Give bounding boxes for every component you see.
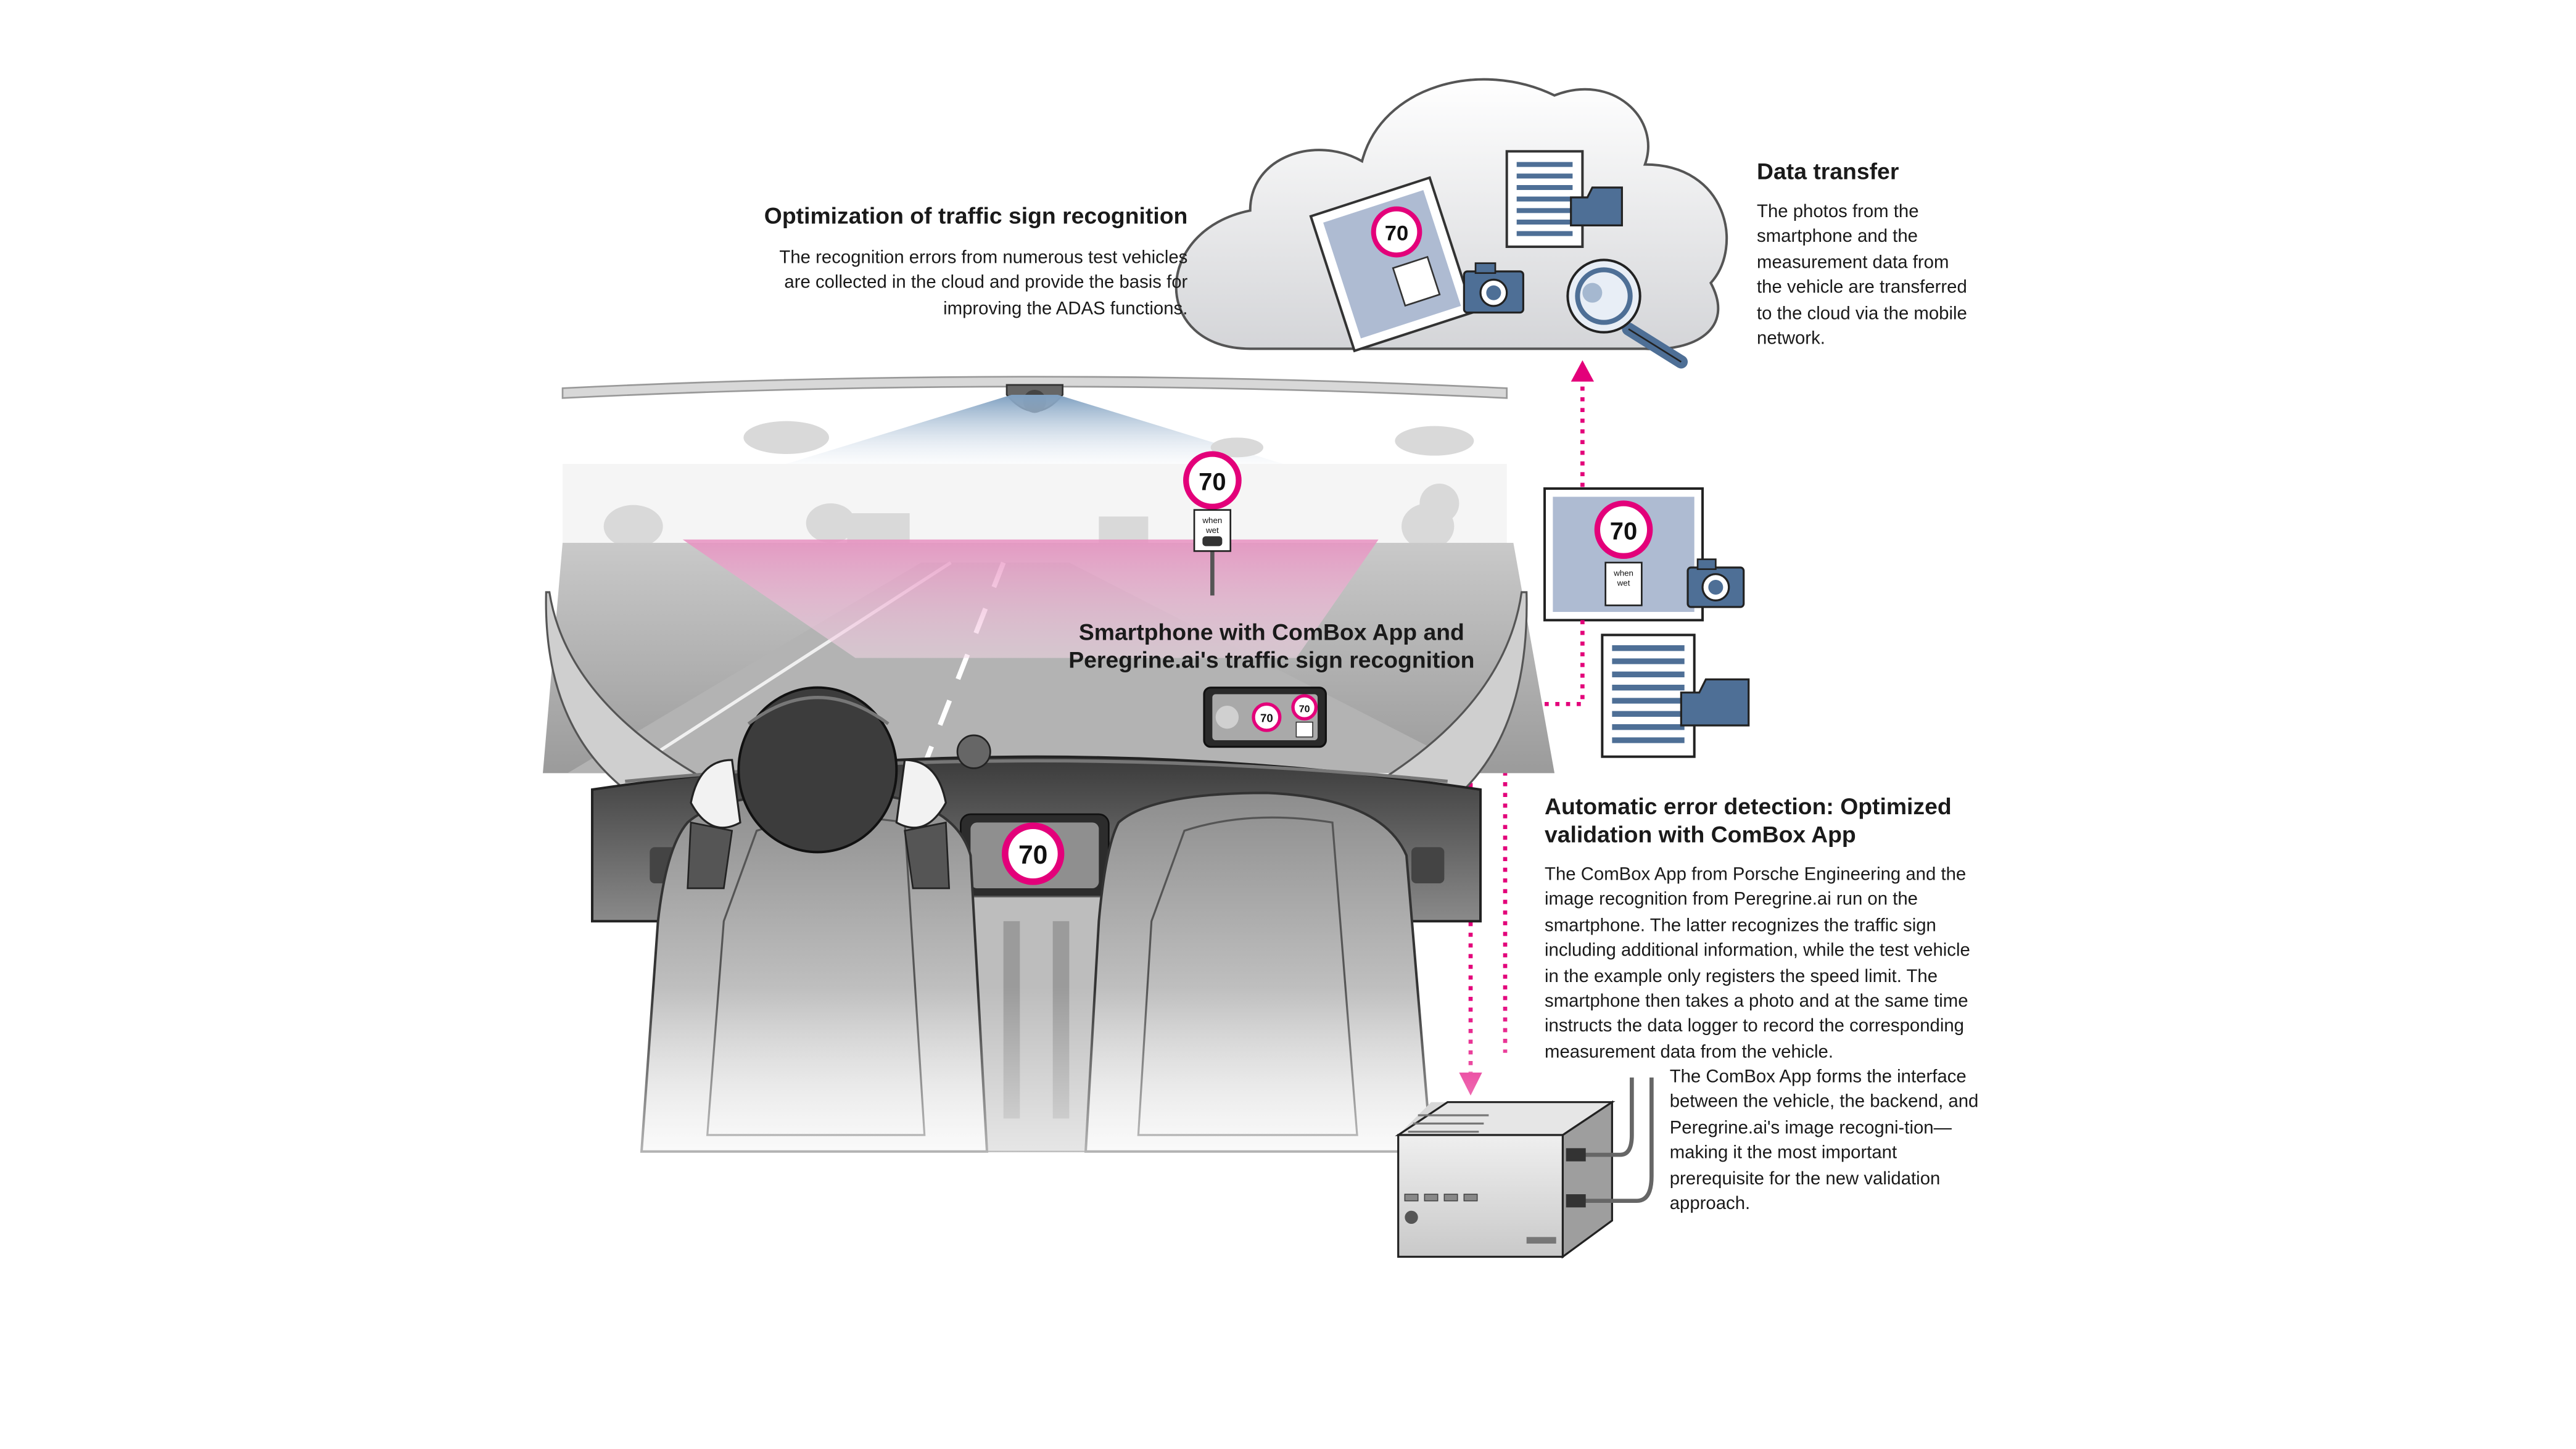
dashboard-sign-icon: 70 [1002,822,1065,885]
sign-sub2: wet [1617,578,1630,587]
sign-value: 70 [1385,221,1409,245]
photo-sign-icon: 70 [1371,206,1441,307]
folder-icon [1680,678,1750,727]
sign-sub1: when [1613,568,1633,577]
document-icon [1505,150,1584,249]
optimization-title: Optimization of traffic sign recognition [764,202,1188,229]
sign-value: 70 [1199,469,1226,496]
car-interior [543,376,1563,1250]
sign-sub1: when [1202,516,1222,525]
error-detection-body2: The ComBox App forms the interface betwe… [1669,1067,1979,1215]
data-transfer-body: The photos from the smartphone and the m… [1757,202,1967,349]
error-detection-body: The ComBox App from Porsche Engineering … [1545,865,1970,1063]
data-transfer-title: Data transfer [1757,158,1899,184]
sign-value: 70 [1299,704,1310,715]
smartphone-title-line1: Smartphone with ComBox App and [1078,618,1464,645]
folder-icon [1570,186,1623,226]
magnifier-icon [1566,258,1688,369]
sign-value: 70 [1610,518,1638,545]
road-sign-icon: 70 when wet [1183,451,1242,596]
optimization-body: The recognition errors from numerous tes… [779,248,1188,319]
sign-value: 70 [1018,840,1047,870]
sign-value: 70 [1260,712,1273,725]
document-icon [1601,634,1696,758]
error-detection-title-line2: validation with ComBox App [1545,820,1856,848]
smartphone-title-line2: Peregrine.ai's traffic sign recognition [1068,646,1475,673]
camera-icon [1463,262,1524,314]
data-logger-icon [1395,1077,1654,1259]
error-detection-title-line1: Automatic error detection: Optimized [1545,793,1952,820]
camera-icon [1686,558,1745,608]
upload-arrow [1571,360,1595,487]
photo-frame-icon: 70 when wet [1543,487,1704,622]
sign-sub2: wet [1205,526,1219,535]
smartphone-icon: 70 70 [1203,687,1327,748]
photo-icon [1309,176,1476,353]
